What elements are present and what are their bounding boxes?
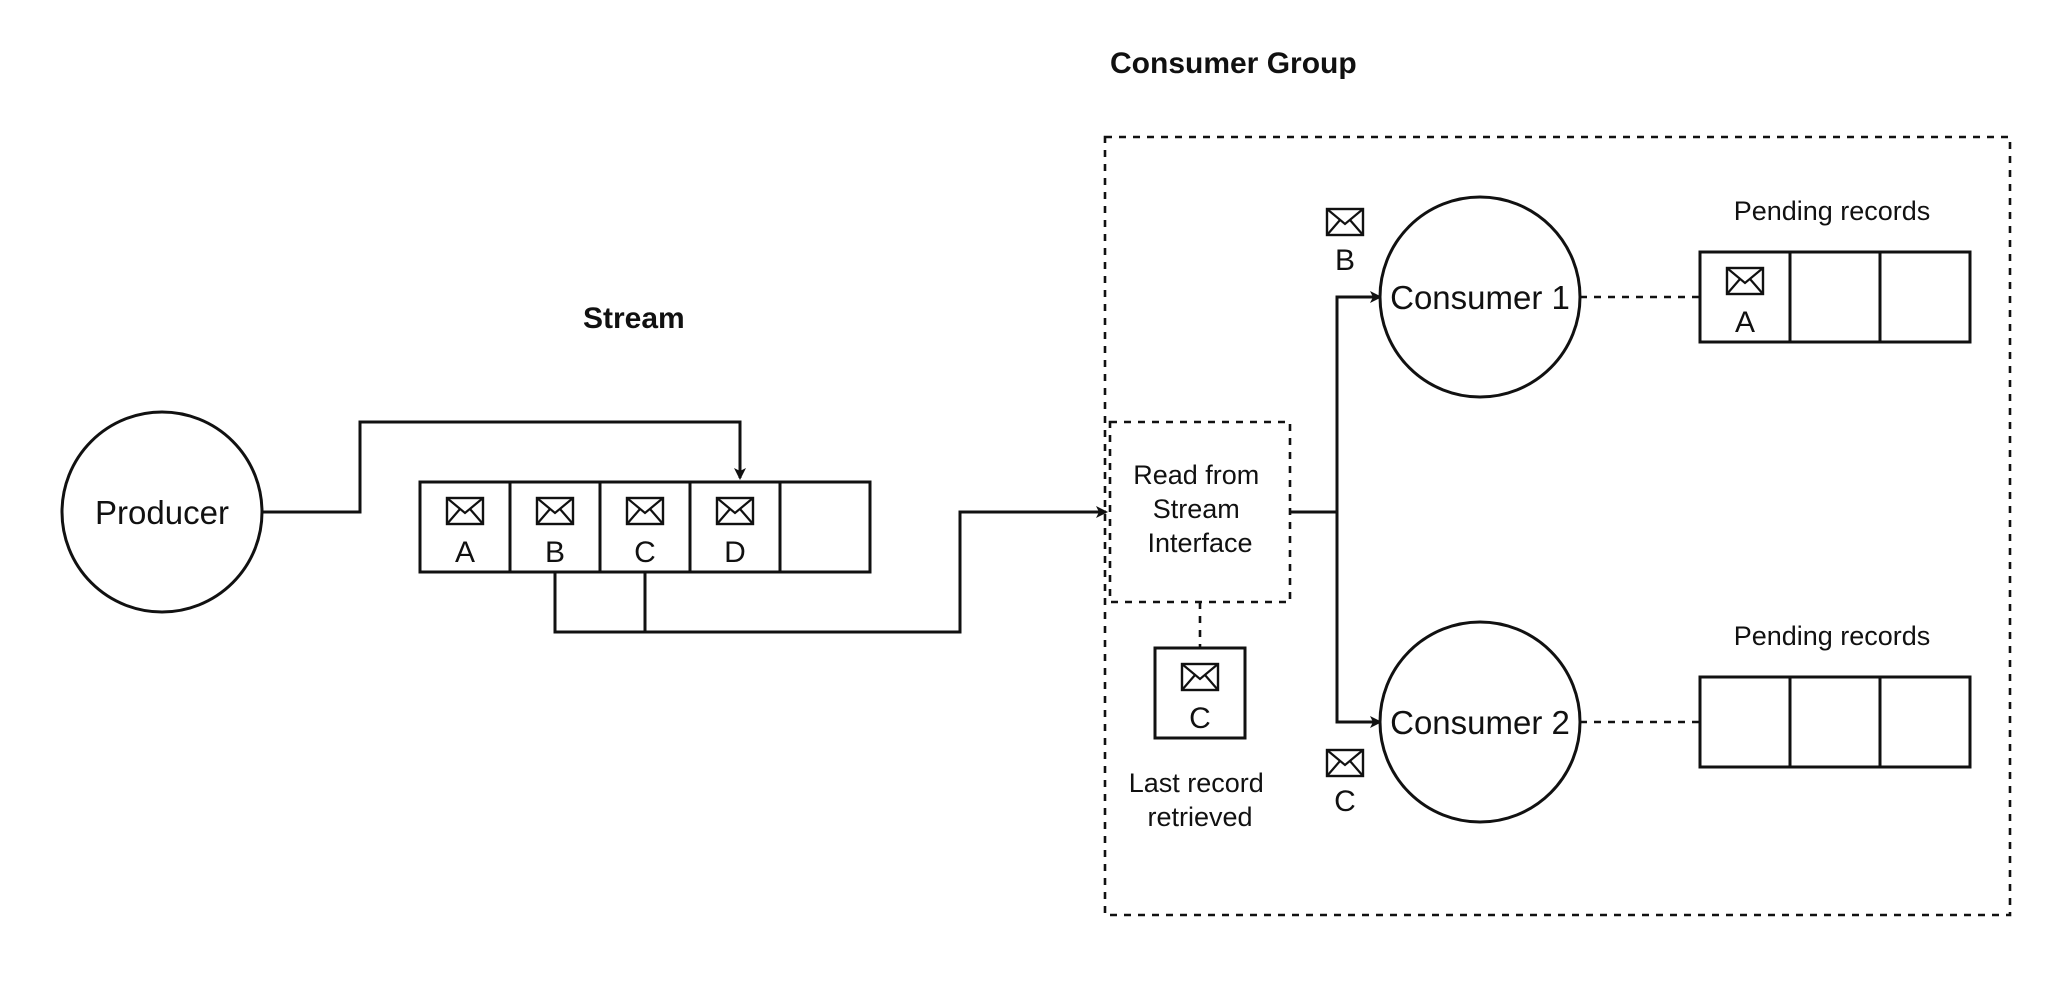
branch-to-consumer-1-arrow <box>1335 291 1382 512</box>
svg-text:D: D <box>724 536 746 569</box>
envelope-icon <box>715 496 755 526</box>
stream-record: B <box>508 480 602 574</box>
consumer-group-title: Consumer Group <box>1110 47 1357 80</box>
stream-to-interface-arrow <box>645 506 1108 634</box>
envelope-icon <box>445 496 485 526</box>
envelope-icon <box>535 496 575 526</box>
consumer-1-label: Consumer 1 <box>1390 279 1570 316</box>
stream-to-interface-connector <box>553 572 647 634</box>
svg-text:A: A <box>455 536 475 569</box>
pending-records-label-1: Pending records <box>1734 196 1931 226</box>
pending-records-1: A <box>1698 250 1972 344</box>
pending-record-empty <box>1698 675 1792 769</box>
envelope-icon <box>1180 662 1220 692</box>
stream-title: Stream <box>583 302 685 335</box>
producer-label: Producer <box>95 494 229 531</box>
last-record-letter: C <box>1189 702 1211 735</box>
envelope-icon <box>1325 207 1365 237</box>
consumer-2-label: Consumer 2 <box>1390 704 1570 741</box>
in-flight-letter-consumer-2: C <box>1334 785 1356 818</box>
svg-text:A: A <box>1735 306 1755 339</box>
consumer-group-boundary <box>1103 135 2012 917</box>
svg-text:B: B <box>545 536 565 569</box>
stream-record-empty <box>778 480 872 574</box>
envelope-icon <box>1325 748 1365 778</box>
stream-record: D <box>688 480 782 574</box>
last-record-caption: Last record retrieved <box>1129 768 1272 832</box>
pending-records-label-2: Pending records <box>1734 621 1931 651</box>
stream-record: A <box>418 480 512 574</box>
branch-to-consumer-2-arrow <box>1335 512 1382 728</box>
producer-append-arrow <box>262 420 746 514</box>
stream-record: C <box>598 480 692 574</box>
pending-records-2 <box>1698 675 1972 769</box>
read-interface-label: Read from Stream Interface <box>1133 460 1267 558</box>
svg-text:C: C <box>634 536 656 569</box>
envelope-icon <box>625 496 665 526</box>
pending-record-empty <box>1788 675 1882 769</box>
pending-record-empty <box>1878 675 1972 769</box>
stream-records: A B C D <box>418 480 872 574</box>
pending-record-empty <box>1788 250 1882 344</box>
pending-record: A <box>1698 250 1792 344</box>
pending-record-empty <box>1878 250 1972 344</box>
in-flight-letter-consumer-1: B <box>1335 244 1355 277</box>
envelope-icon <box>1725 266 1765 296</box>
